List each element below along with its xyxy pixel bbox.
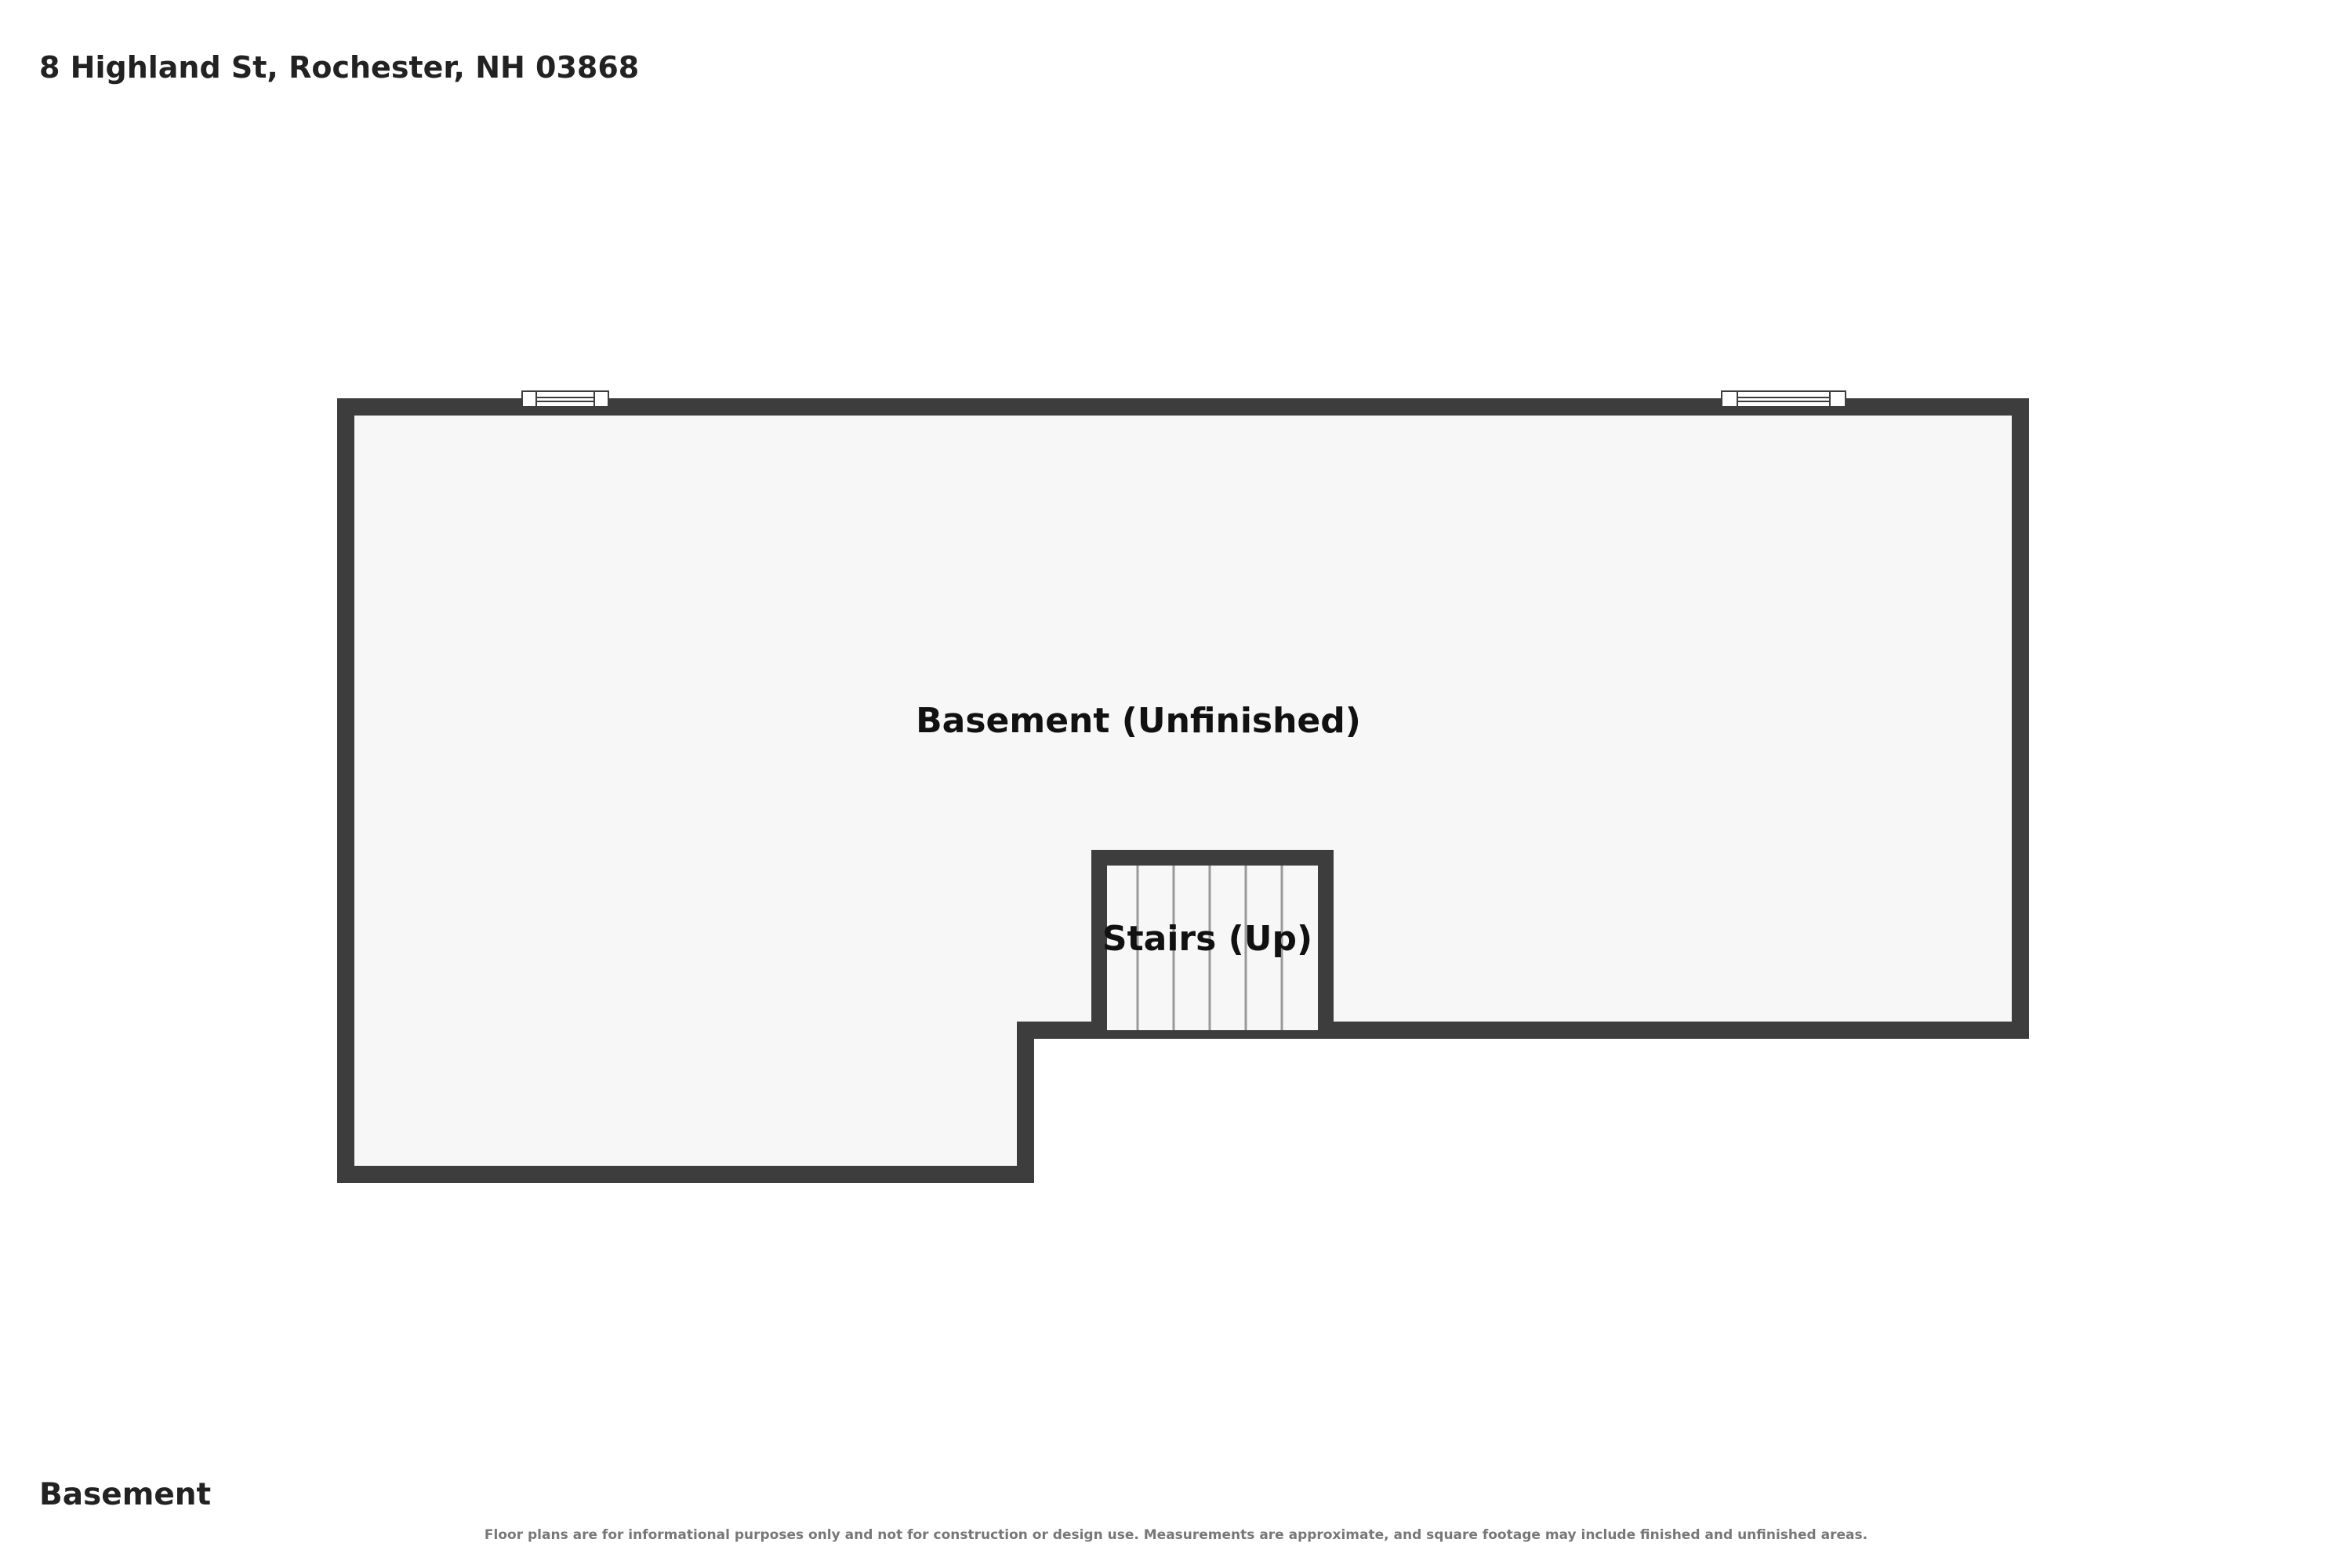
basement-floor — [346, 407, 2020, 1174]
window-left — [521, 390, 609, 408]
room-label-basement: Basement (Unfinished) — [916, 701, 1361, 741]
floor-name: Basement — [39, 1477, 212, 1512]
disclaimer: Floor plans are for informational purpos… — [484, 1527, 1868, 1543]
stairs — [1091, 850, 1334, 1030]
exterior-wall — [337, 398, 2029, 1183]
property-address: 8 Highland St, Rochester, NH 03868 — [39, 50, 640, 85]
window-right — [1721, 390, 1846, 408]
room-label-stairs: Stairs (Up) — [1102, 919, 1312, 959]
